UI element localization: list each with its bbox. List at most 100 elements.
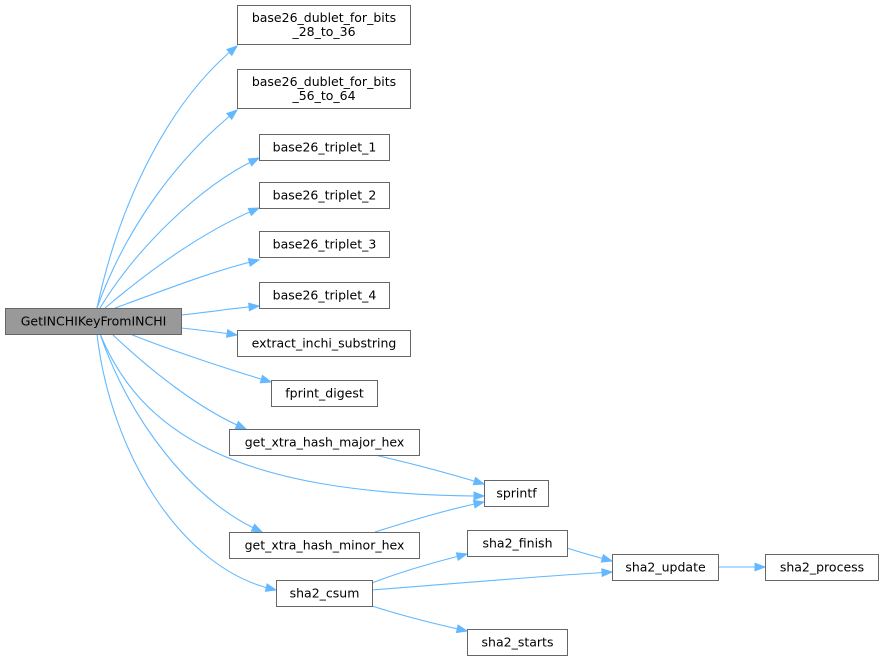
edge-root-to-xmin-arrowhead [250, 523, 264, 533]
edge-upd-to-proc-arrowhead [754, 562, 767, 572]
edge-root-to-t2 [104, 207, 261, 309]
edge-xmaj-to-spr-arrowhead [472, 476, 486, 486]
edge-line [129, 333, 272, 383]
edge-root-to-d56-arrowhead [226, 109, 239, 121]
edge-root-to-t3-arrowhead [247, 258, 261, 267]
node-label: get_xtra_hash_minor_hex [245, 538, 405, 553]
node-xmin[interactable]: get_xtra_hash_minor_hex [229, 532, 420, 559]
edge-root-to-spr-arrowhead [473, 491, 486, 501]
node-label: base26_triplet_2 [273, 188, 377, 203]
edge-csum-to-sta-arrowhead [455, 624, 469, 634]
edge-fin-to-upd-arrowhead [600, 553, 614, 563]
edge-line [99, 157, 260, 309]
edge-fin-to-upd [566, 547, 614, 563]
node-label: base26_triplet_1 [273, 140, 377, 155]
edge-root-to-csum [96, 333, 278, 592]
node-box[interactable] [259, 282, 390, 309]
node-label: _56_to_64 [291, 88, 355, 103]
node-xmaj[interactable]: get_xtra_hash_major_hex [229, 429, 420, 456]
edge-root-to-d28-arrowhead [226, 45, 239, 57]
edge-line [114, 259, 260, 309]
edge-root-to-ext [180, 327, 239, 338]
node-box[interactable] [484, 480, 549, 507]
edge-line [371, 571, 613, 591]
edge-csum-to-upd [371, 568, 614, 591]
edge-xmin-to-spr [374, 499, 486, 533]
node-box[interactable] [229, 532, 420, 559]
edge-csum-to-sta [371, 605, 469, 634]
edge-line [374, 501, 485, 533]
edge-root-to-fpd-arrowhead [259, 374, 273, 384]
node-box[interactable] [5, 308, 182, 335]
edge-line [96, 45, 238, 309]
node-sta[interactable]: sha2_starts [467, 629, 568, 656]
edge-csum-to-fin-arrowhead [455, 552, 469, 561]
node-t4[interactable]: base26_triplet_4 [259, 282, 390, 309]
edge-root-to-xmaj [111, 333, 248, 430]
node-box[interactable] [765, 554, 879, 581]
node-d28[interactable]: base26_dublet_for_bits_28_to_36 [237, 5, 411, 45]
node-box[interactable] [237, 5, 411, 45]
node-label: sha2_finish [482, 536, 552, 551]
node-label: extract_inchi_substring [252, 336, 397, 351]
node-root[interactable]: GetINCHIKeyFromINCHI [5, 308, 182, 335]
edge-line [99, 333, 263, 533]
edge-line [371, 605, 468, 632]
edge-line [104, 207, 260, 309]
node-box[interactable] [259, 134, 390, 161]
node-proc[interactable]: sha2_process [765, 554, 879, 581]
node-label: base26_dublet_for_bits [252, 10, 396, 25]
node-csum[interactable]: sha2_csum [276, 580, 373, 607]
node-ext[interactable]: extract_inchi_substring [237, 330, 411, 357]
node-box[interactable] [467, 530, 568, 557]
node-box[interactable] [237, 69, 411, 109]
node-box[interactable] [467, 629, 568, 656]
node-label: base26_triplet_3 [273, 237, 377, 252]
node-t1[interactable]: base26_triplet_1 [259, 134, 390, 161]
node-spr[interactable]: sprintf [484, 480, 549, 507]
edge-line [96, 333, 277, 591]
node-box[interactable] [229, 429, 420, 456]
node-label: GetINCHIKeyFromINCHI [21, 314, 167, 329]
node-label: _28_to_36 [291, 24, 355, 39]
node-box[interactable] [237, 330, 411, 357]
edge-root-to-fpd [129, 333, 273, 384]
node-box[interactable] [612, 554, 719, 581]
node-box[interactable] [259, 182, 390, 209]
edge-root-to-t3 [114, 258, 261, 309]
edges-layer [96, 45, 767, 634]
edge-line [111, 333, 247, 430]
node-label: base26_dublet_for_bits [252, 74, 396, 89]
edge-root-to-d56 [96, 109, 239, 309]
node-fin[interactable]: sha2_finish [467, 530, 568, 557]
node-box[interactable] [259, 231, 390, 258]
node-box[interactable] [271, 380, 378, 407]
edge-root-to-t4 [180, 302, 261, 316]
edge-xmin-to-spr-arrowhead [472, 499, 486, 509]
node-t2[interactable]: base26_triplet_2 [259, 182, 390, 209]
edge-root-to-d28 [96, 45, 239, 309]
node-label: sha2_process [780, 560, 864, 575]
edge-line [99, 333, 485, 497]
edge-upd-to-proc [718, 562, 767, 572]
node-label: sha2_starts [482, 635, 554, 650]
node-d56[interactable]: base26_dublet_for_bits_56_to_64 [237, 69, 411, 109]
edge-line [96, 109, 238, 309]
edge-xmaj-to-spr [374, 454, 486, 486]
edge-root-to-t1 [99, 157, 261, 309]
edge-csum-to-fin [371, 552, 469, 584]
edge-root-to-t1-arrowhead [247, 157, 261, 167]
node-box[interactable] [276, 580, 373, 607]
edge-root-to-t4-arrowhead [248, 302, 261, 312]
edge-root-to-ext-arrowhead [225, 328, 239, 338]
node-label: sha2_update [625, 560, 706, 575]
node-label: sprintf [496, 486, 537, 501]
edge-root-to-csum-arrowhead [264, 583, 278, 592]
node-t3[interactable]: base26_triplet_3 [259, 231, 390, 258]
node-upd[interactable]: sha2_update [612, 554, 719, 581]
edge-root-to-t2-arrowhead [247, 207, 261, 217]
node-fpd[interactable]: fprint_digest [271, 380, 378, 407]
edge-csum-to-upd-arrowhead [601, 568, 614, 578]
node-label: sha2_csum [290, 586, 360, 601]
